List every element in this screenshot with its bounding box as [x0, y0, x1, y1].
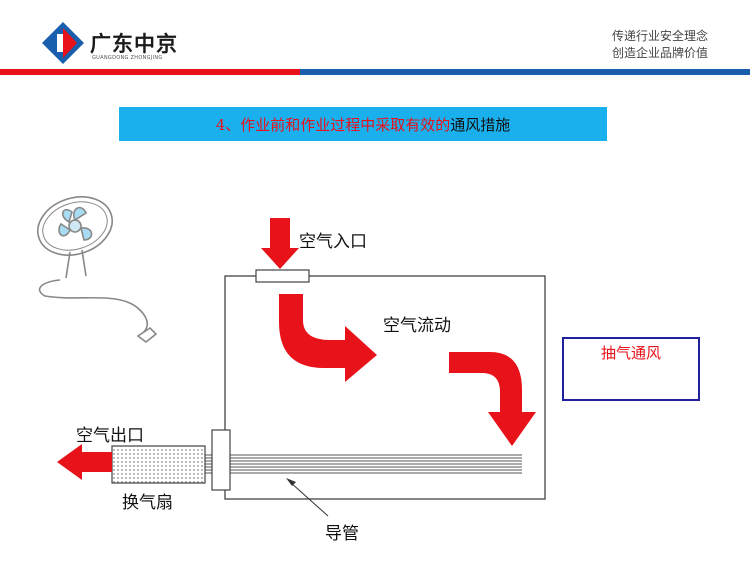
logo-text: 广东中京 — [90, 32, 178, 56]
room-box — [224, 275, 546, 500]
airflow-arrow-1 — [279, 294, 377, 382]
exhaust-ventilation-label: 抽气通风 — [600, 344, 661, 362]
duct-label: 导管 — [325, 524, 359, 544]
exhaust-fan — [111, 445, 206, 484]
air-flow-label: 空气流动 — [383, 316, 451, 336]
zhongjing-logo-icon — [42, 22, 84, 64]
slide-title-red: 4、作业前和作业过程中采取有效的 — [215, 116, 451, 134]
exhaust-ventilation-box — [562, 337, 700, 401]
outlet-arrow — [57, 444, 112, 480]
air-inlet-label: 空气入口 — [299, 232, 367, 252]
slogan-line-1: 传递行业安全理念 — [612, 29, 709, 43]
duct-flange — [211, 429, 231, 491]
duct-pointer — [286, 478, 329, 517]
slide-title-black: 通风措施 — [450, 116, 511, 134]
slide-title: 4、作业前和作业过程中采取有效的通风措施 — [119, 114, 607, 135]
electric-fan-icon — [37, 196, 158, 344]
inlet-arrow — [261, 218, 299, 269]
slogan-line-2: 创造企业品牌价值 — [612, 46, 709, 60]
duct-pipe — [205, 454, 522, 474]
header-divider — [0, 69, 750, 75]
inlet-vent — [255, 269, 310, 283]
air-outlet-label: 空气出口 — [76, 426, 144, 446]
fan-label: 换气扇 — [122, 493, 173, 513]
title-bar — [119, 107, 607, 141]
logo-subtitle: GUANGDONG ZHONGJING — [92, 55, 163, 61]
airflow-arrow-2 — [449, 352, 536, 446]
